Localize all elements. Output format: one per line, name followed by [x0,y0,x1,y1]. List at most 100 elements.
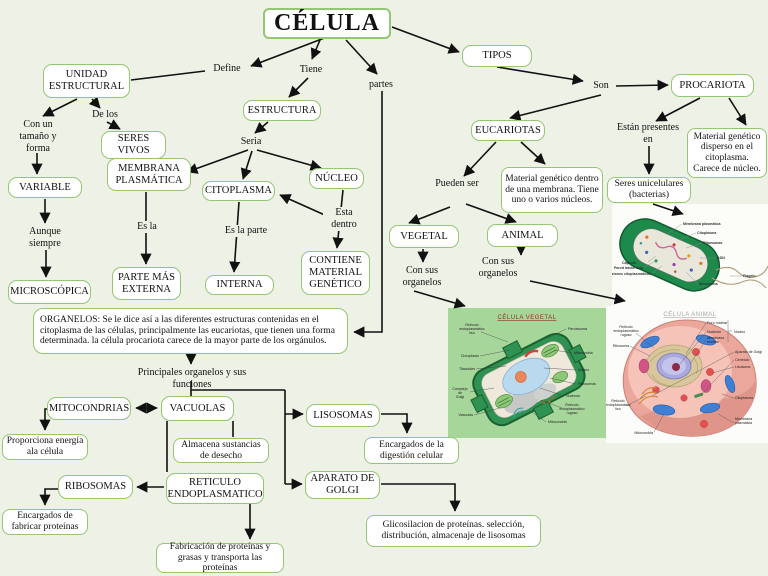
node-lisosomas: LISOSOMAS [306,404,380,427]
svg-text:Aparato de Golgi: Aparato de Golgi [735,350,762,354]
golgi-complex [513,407,525,418]
node-seres-unicelulares: Seres unicelulares (bacterias) [607,177,691,203]
node-fabricacion-proteinas: Fabricación de proteínas y grasas y tran… [156,542,284,573]
node-fabricar-proteinas: Encargados de fabricar proteínas [2,509,88,535]
node-citoplasma: CITOPLASMA [202,181,275,201]
node-material-disperso: Material genético disperso en el citopla… [687,128,767,178]
node-eucariotas: EUCARIOTAS [471,120,545,141]
svg-text:Peroxisoma: Peroxisoma [568,327,587,331]
centriole [694,392,704,398]
svg-text:Mitocondria: Mitocondria [574,351,593,355]
node-interna: INTERNA [205,275,274,295]
node-procariota: PROCARIOTA [671,74,754,97]
label-define: Define [213,63,241,74]
nucleolus [515,371,527,383]
label-son: Son [593,80,609,91]
label-de-los: De los [92,109,118,120]
node-nucleo: NÚCLEO [309,168,364,189]
node-almacena-desecho: Almacena sustancias de desecho [173,438,269,463]
node-ribosomas: RIBOSOMAS [58,475,133,499]
label-es-la: Es la [129,221,165,233]
svg-text:Nucleolo: Nucleolo [566,394,580,398]
node-estructura: ESTRUCTURA [243,100,321,121]
plant-cell-illustration: CÉLULA VEGETAL [448,308,607,438]
vacuole [504,387,542,414]
node-material-membrana: Material genético dentro de una membrana… [501,167,603,213]
node-celula: CÉLULA [263,8,391,39]
rough-er [524,349,539,358]
svg-text:Núcleo: Núcleo [734,330,745,334]
lysosomes [652,348,714,428]
svg-text:Citoplasma: Citoplasma [735,396,753,400]
node-seres-vivos: SERES VIVOS [101,131,166,159]
bacteria-illustration: Membrana plasmática Citoplasma Ribosomas… [612,204,768,307]
node-animal: ANIMAL [487,224,558,247]
svg-text:Poro nuclear: Poro nuclear [707,321,728,325]
svg-text:Núcleo: Núcleo [578,368,589,372]
node-contiene-material: CONTIENE MATERIAL GENÉTICO [301,251,370,295]
nucleolus [672,363,680,371]
plant-cell-title: CÉLULA VEGETAL [498,314,557,321]
node-vacuolas: VACUOLAS [161,396,234,421]
svg-text:Pared bacteriana: Pared bacteriana [614,266,644,270]
node-mitocondrias: MITOCONDRIAS [47,397,131,420]
animal-cell-body [622,319,757,437]
bacteria-speckles [639,235,703,273]
svg-text:Membrana plasmática: Membrana plasmática [683,222,722,226]
node-vegetal: VEGETAL [389,225,459,248]
animal-cell-title: CÉLULA ANIMAL [663,311,716,318]
animal-cell-illustration: CÉLULA ANIMAL [606,306,768,443]
node-microscopica: MICROSCÓPICA [8,280,91,304]
node-aparato-golgi: APARATO DE GOLGI [305,471,380,499]
svg-text:Vacuolas: Vacuolas [458,413,473,417]
node-unidad-estructural: UNIDAD ESTRUCTURAL [43,64,130,98]
label-aunque-siempre: Aunque siempre [29,226,61,249]
label-esta-dentro: Esta dentro [323,207,365,231]
label-partes: partes [369,79,393,90]
svg-text:Cloroplasto: Cloroplasto [461,354,479,358]
label-con-sus-organelos-vegetal: Con sus organelos [402,265,442,288]
svg-text:Mitocondria: Mitocondria [634,431,653,435]
node-variable: VARIABLE [8,177,82,198]
plant-cell-body [470,332,587,427]
svg-text:Ribosomas: Ribosomas [578,382,596,386]
svg-text:Mesosoma: Mesosoma [699,282,719,286]
label-estan-presentes: Están presentes en [617,122,679,145]
label-pueden-ser: Pueden ser [435,178,479,189]
label-principales-organelos: Principales organelos y sus funciones [137,367,247,390]
svg-text:Citoplasma: Citoplasma [697,231,717,235]
svg-text:Inclusiones citoplasmáticas: Inclusiones citoplasmáticas [612,272,651,276]
svg-text:Centriolo: Centriolo [735,358,749,362]
node-tipos: TIPOS [462,45,532,67]
node-organelos-definicion: ORGANELOS: Se le dice así a las diferent… [33,308,348,354]
svg-text:Cápsula: Cápsula [622,261,637,265]
bacteria-labels: Membrana plasmática Citoplasma Ribosomas… [612,222,756,286]
svg-text:Flagelo: Flagelo [743,274,756,278]
svg-text:Ribosomas: Ribosomas [703,241,722,245]
golgi-apparatus [638,387,659,405]
svg-text:Lisosoma: Lisosoma [735,365,750,369]
node-digestion-celular: Encargados de la digestión celular [364,437,459,464]
flagellum-lower [711,277,767,289]
svg-text:Mitocondria: Mitocondria [548,420,567,424]
node-membrana-plasmatica: MEMBRANA PLASMÁTICA [107,158,191,191]
flagellum-upper [715,265,768,279]
label-con-sus-organelos-animal: Con sus organelos [478,256,518,279]
svg-text:Tilacoides: Tilacoides [459,367,475,371]
svg-text:Ribosoma: Ribosoma [613,344,629,348]
chloroplasts [495,344,569,409]
node-proporciona-energia: Proporciona energía ala célula [2,434,88,460]
label-tiene: Tiene [299,64,323,75]
pink-organelles [638,358,712,393]
